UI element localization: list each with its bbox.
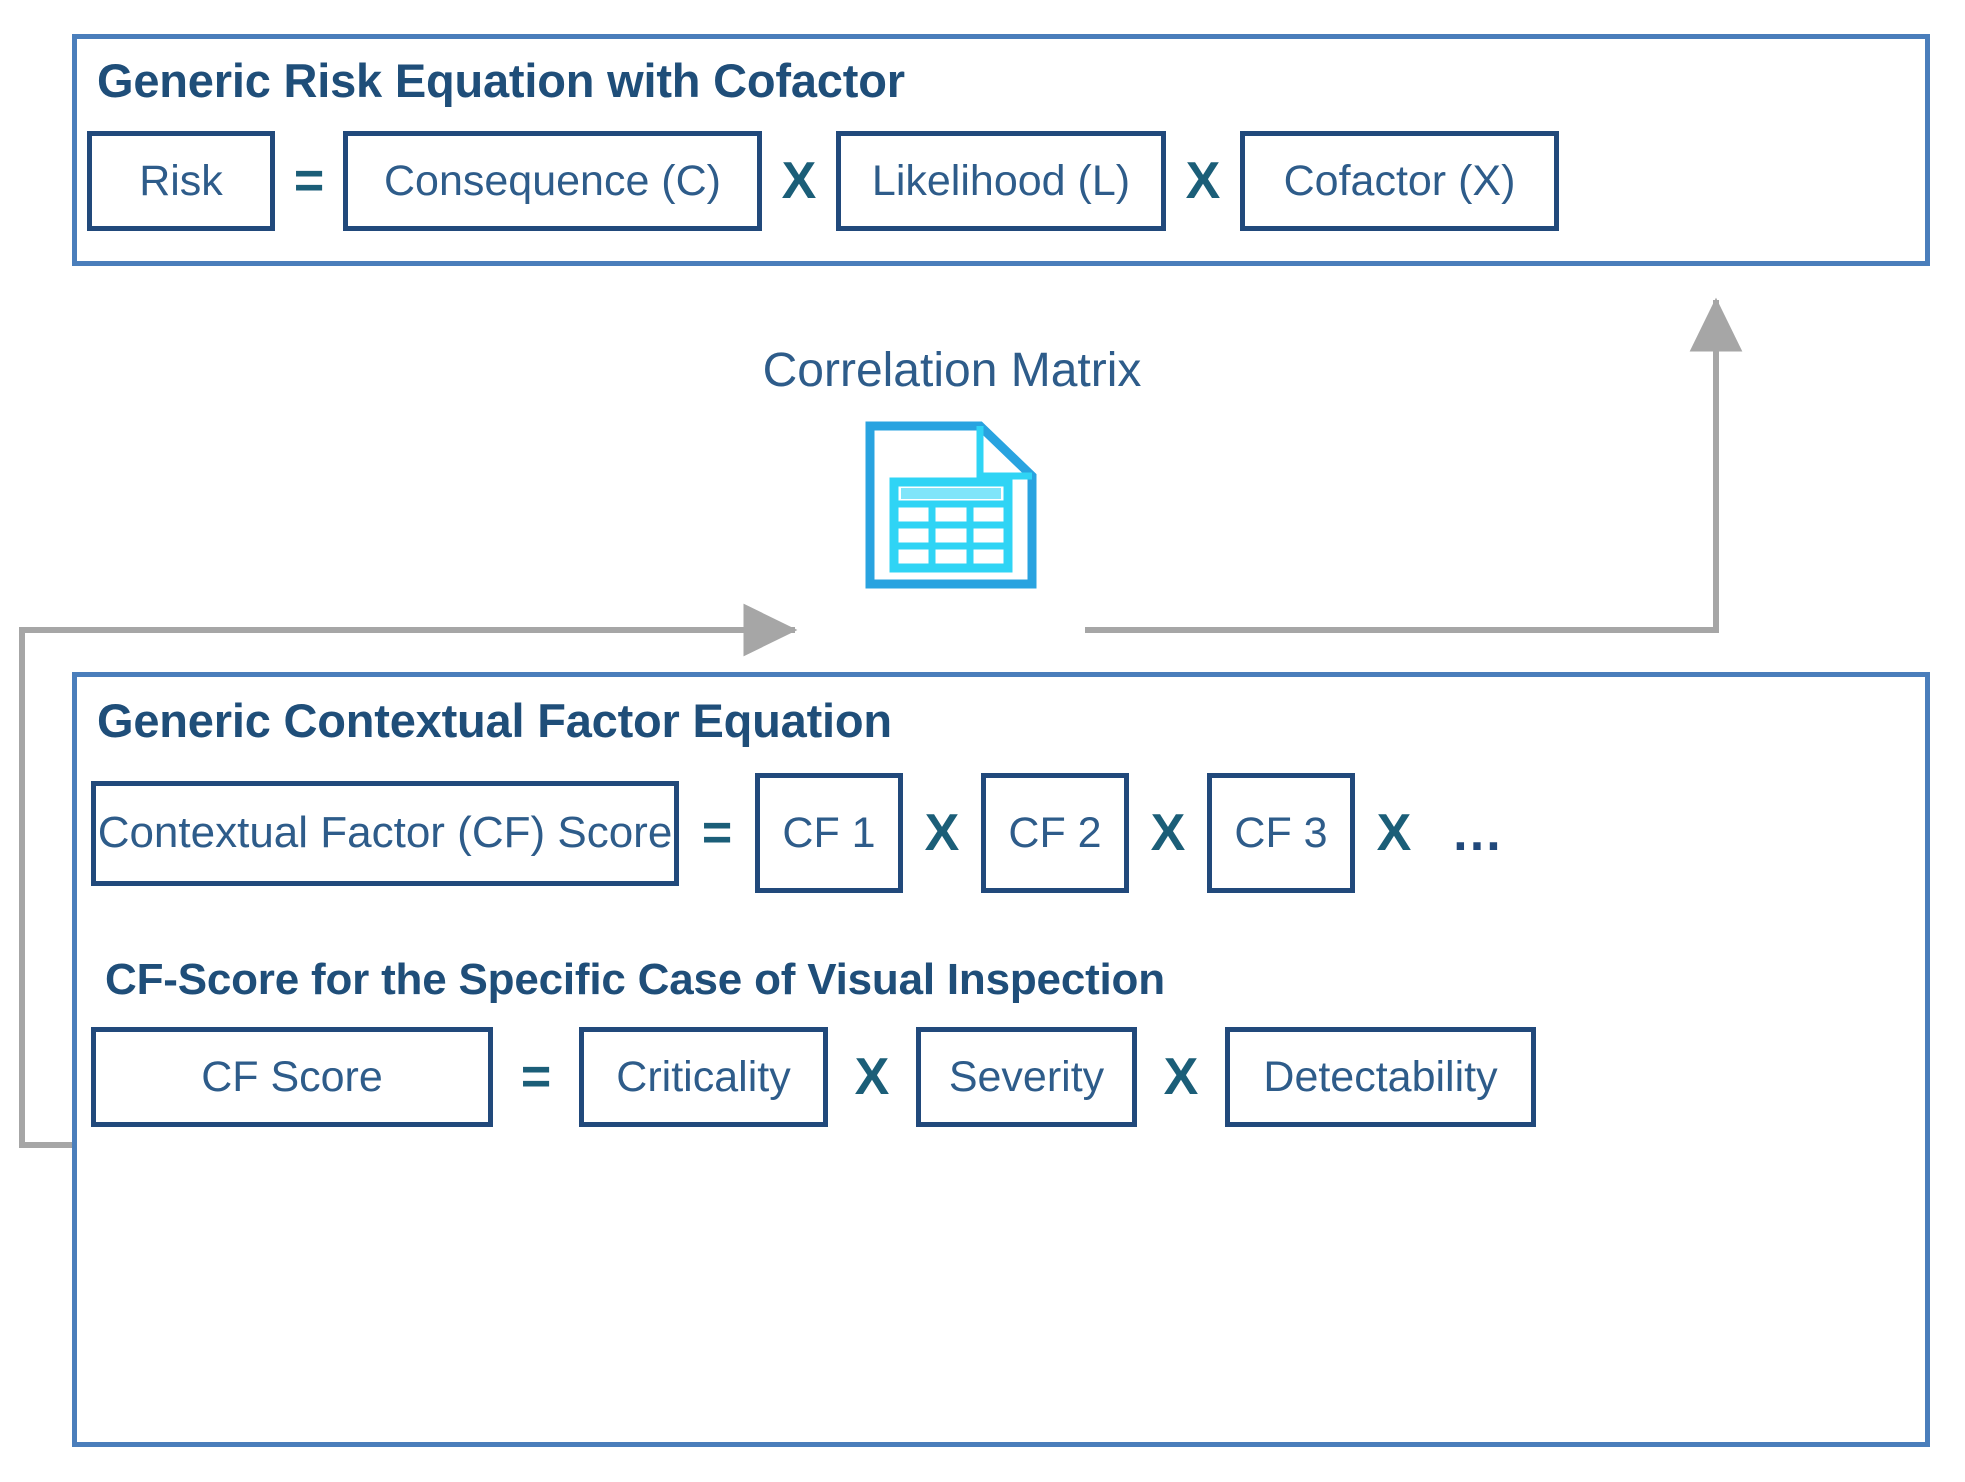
cf-specific-heading: CF-Score for the Specific Case of Visual… xyxy=(105,955,1165,1004)
cf1-box[interactable]: CF 1 xyxy=(755,773,903,893)
risk-equation-row: Risk = Consequence (C) X Likelihood (L) … xyxy=(87,131,1559,231)
cf-multiply-operator-2: X xyxy=(1150,804,1186,862)
cf-panel-title: Generic Contextual Factor Equation xyxy=(97,694,892,747)
likelihood-box[interactable]: Likelihood (L) xyxy=(836,131,1166,231)
cf-generic-equation-row: Contextual Factor (CF) Score = CF 1 X CF… xyxy=(91,773,1523,893)
risk-equation-panel: Generic Risk Equation with Cofactor Risk… xyxy=(72,34,1930,266)
multiply-operator-2: X xyxy=(1185,152,1221,210)
severity-box[interactable]: Severity xyxy=(916,1027,1137,1127)
spreadsheet-document-icon[interactable] xyxy=(862,420,1040,590)
cf-score-result-box[interactable]: Contextual Factor (CF) Score xyxy=(91,780,679,886)
cf-multiply-operator-1: X xyxy=(924,804,960,862)
cf3-box[interactable]: CF 3 xyxy=(1207,773,1355,893)
cf2-box[interactable]: CF 2 xyxy=(981,773,1129,893)
cofactor-box[interactable]: Cofactor (X) xyxy=(1240,131,1559,231)
specific-equals-operator: = xyxy=(520,1048,552,1106)
cf-specific-equation-row: CF Score = Criticality X Severity X Dete… xyxy=(91,1027,1536,1127)
cf-equals-operator: = xyxy=(701,804,733,862)
criticality-box[interactable]: Criticality xyxy=(579,1027,828,1127)
consequence-box[interactable]: Consequence (C) xyxy=(343,131,762,231)
risk-panel-title: Generic Risk Equation with Cofactor xyxy=(97,54,905,107)
contextual-factor-panel: Generic Contextual Factor Equation Conte… xyxy=(72,672,1930,1447)
equals-operator: = xyxy=(293,152,325,210)
detectability-box[interactable]: Detectability xyxy=(1225,1027,1536,1127)
correlation-matrix-label: Correlation Matrix xyxy=(762,344,1142,397)
cf-score-box[interactable]: CF Score xyxy=(91,1027,493,1127)
specific-multiply-operator-2: X xyxy=(1163,1048,1199,1106)
cf-ellipsis: … xyxy=(1451,804,1505,862)
specific-multiply-operator-1: X xyxy=(854,1048,890,1106)
cf-multiply-operator-3: X xyxy=(1376,804,1412,862)
risk-result-box[interactable]: Risk xyxy=(87,131,275,231)
multiply-operator-1: X xyxy=(781,152,817,210)
